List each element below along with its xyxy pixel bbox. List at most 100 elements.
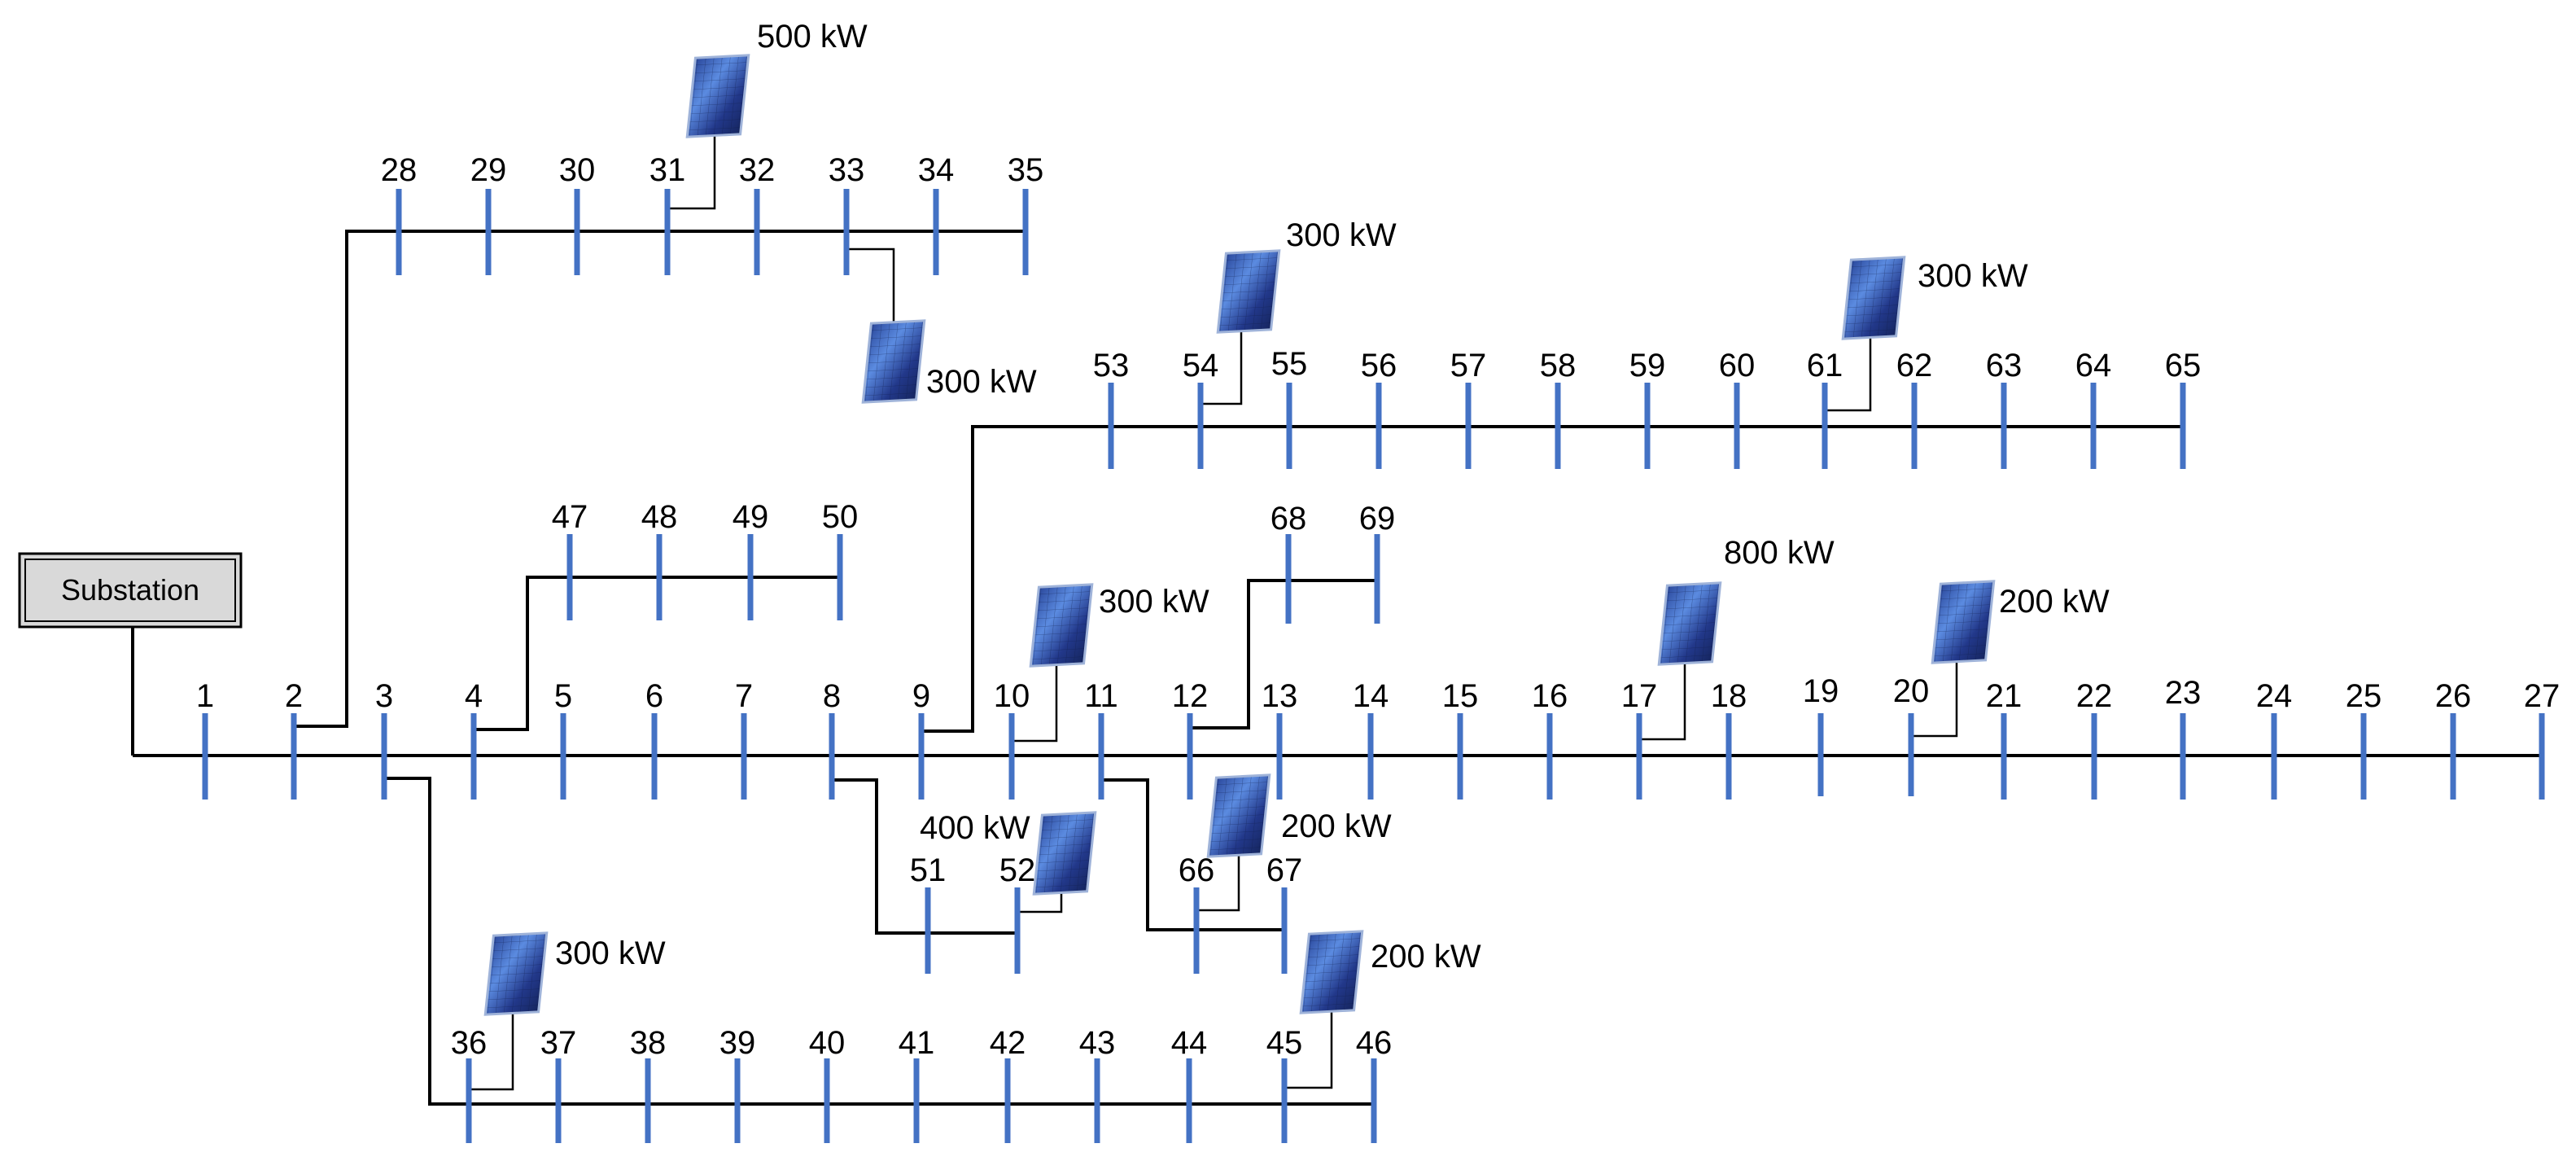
bus-label-41: 41: [899, 1025, 935, 1061]
pv-rating-label-bus-33: 300 kW: [926, 364, 1037, 400]
bus-label-21: 21: [1986, 678, 2023, 714]
bus-label-67: 67: [1266, 852, 1303, 888]
pv-link-bus-33: [846, 248, 895, 327]
bus-label-32: 32: [739, 152, 776, 188]
bus-label-49: 49: [733, 499, 769, 535]
bus-label-59: 59: [1629, 348, 1666, 383]
pv-rating-label-bus-20: 200 kW: [1999, 584, 2110, 620]
bus-label-47: 47: [552, 499, 588, 535]
pv-link-bus-31: [667, 130, 716, 210]
bus-label-11: 11: [1084, 678, 1118, 714]
solar-panel-icon: [1841, 256, 1906, 340]
bus-label-5: 5: [554, 678, 572, 714]
bus-label-14: 14: [1353, 678, 1389, 714]
pv-connection-lines: [469, 130, 1958, 1091]
pv-link-bus-36: [469, 1010, 514, 1091]
pv-rating-label-bus-31: 500 kW: [757, 19, 868, 55]
bus-label-20: 20: [1893, 673, 1930, 709]
bus-label-62: 62: [1896, 348, 1933, 383]
bus-label-38: 38: [630, 1025, 667, 1061]
solar-panel-icon: [1029, 583, 1094, 668]
bus-label-19: 19: [1803, 673, 1839, 709]
bus-label-4: 4: [465, 678, 483, 714]
pv-link-bus-45: [1284, 1008, 1333, 1089]
bus-label-61: 61: [1807, 348, 1843, 383]
bus-label-3: 3: [375, 678, 393, 714]
pv-rating-label-bus-45: 200 kW: [1371, 939, 1481, 975]
bus-label-29: 29: [470, 152, 507, 188]
bus-label-12: 12: [1172, 678, 1209, 714]
bus-label-13: 13: [1262, 678, 1298, 714]
bus-label-10: 10: [994, 678, 1030, 714]
lateral-feeder-68-69: [1190, 579, 1377, 729]
bus-label-39: 39: [719, 1025, 756, 1061]
bus-bars: [202, 189, 2545, 1143]
pv-link-bus-66: [1196, 852, 1240, 912]
solar-panel-icon: [1657, 581, 1722, 666]
bus-label-18: 18: [1711, 678, 1747, 714]
lateral-feeder-66-67: [1101, 778, 1284, 931]
bus-label-44: 44: [1171, 1025, 1208, 1061]
bus-label-65: 65: [2165, 348, 2202, 383]
bus-label-7: 7: [735, 678, 753, 714]
bus-label-6: 6: [645, 678, 663, 714]
pv-link-bus-61: [1825, 334, 1872, 412]
solar-panel-icon: [861, 319, 926, 404]
solar-panel-icon: [1216, 249, 1281, 334]
substation-label: Substation: [61, 573, 199, 607]
solar-panel-icon: [1032, 811, 1097, 896]
bus-label-66: 66: [1179, 852, 1215, 888]
bus-label-60: 60: [1719, 348, 1756, 383]
bus-label-68: 68: [1271, 501, 1307, 537]
lateral-feeder-28-35: [294, 230, 1026, 728]
bus-label-52: 52: [999, 852, 1036, 888]
lateral-feeder-36-46: [384, 777, 1374, 1106]
bus-label-63: 63: [1986, 348, 2023, 383]
bus-label-58: 58: [1540, 348, 1577, 383]
bus-label-56: 56: [1361, 348, 1397, 383]
bus-label-42: 42: [990, 1025, 1026, 1061]
pv-rating-label-bus-10: 300 kW: [1099, 584, 1209, 620]
solar-panel-icon: [483, 931, 549, 1016]
pv-link-bus-17: [1639, 659, 1686, 741]
bus-label-33: 33: [829, 152, 865, 188]
pv-panels: 500 kW 300 kW 300 kW 300 kW 300 kW 800 kW 200 …: [483, 19, 2110, 1016]
bus-label-46: 46: [1356, 1025, 1393, 1061]
pv-rating-label-bus-17: 800 kW: [1724, 535, 1835, 571]
bus-label-40: 40: [809, 1025, 846, 1061]
bus-label-57: 57: [1450, 348, 1487, 383]
pv-rating-label-bus-36: 300 kW: [555, 935, 666, 971]
pv-rating-label-bus-52: 400 kW: [920, 810, 1030, 846]
bus-label-53: 53: [1093, 348, 1130, 383]
bus-label-35: 35: [1008, 152, 1044, 188]
solar-panel-icon: [1299, 930, 1364, 1014]
bus-label-69: 69: [1359, 501, 1396, 537]
solar-panel-icon: [1931, 580, 1996, 664]
substation: Substation: [18, 552, 243, 629]
bus-label-51: 51: [910, 852, 947, 888]
bus-label-15: 15: [1442, 678, 1479, 714]
bus-label-16: 16: [1532, 678, 1568, 714]
pv-link-bus-54: [1201, 327, 1243, 405]
solar-panel-icon: [685, 54, 750, 138]
bus-label-24: 24: [2256, 678, 2293, 714]
feeder-lines: [131, 230, 2542, 1106]
bus-label-37: 37: [540, 1025, 577, 1061]
bus-label-25: 25: [2346, 678, 2382, 714]
pv-rating-label-bus-66: 200 kW: [1281, 808, 1392, 844]
bus-label-34: 34: [918, 152, 955, 188]
bus-label-8: 8: [823, 678, 841, 714]
bus-label-22: 22: [2076, 678, 2113, 714]
bus-label-48: 48: [641, 499, 678, 535]
pv-link-bus-20: [1911, 656, 1958, 738]
bus-label-1: 1: [196, 678, 214, 714]
bus-label-64: 64: [2075, 348, 2112, 383]
lateral-feeder-47-50: [474, 576, 840, 731]
bus-label-9: 9: [912, 678, 930, 714]
pv-rating-label-bus-61: 300 kW: [1918, 258, 2028, 294]
bus-label-50: 50: [822, 499, 859, 535]
bus-label-31: 31: [649, 152, 686, 188]
lateral-feeder-53-65: [921, 425, 2181, 733]
pv-link-bus-52: [1017, 887, 1063, 913]
